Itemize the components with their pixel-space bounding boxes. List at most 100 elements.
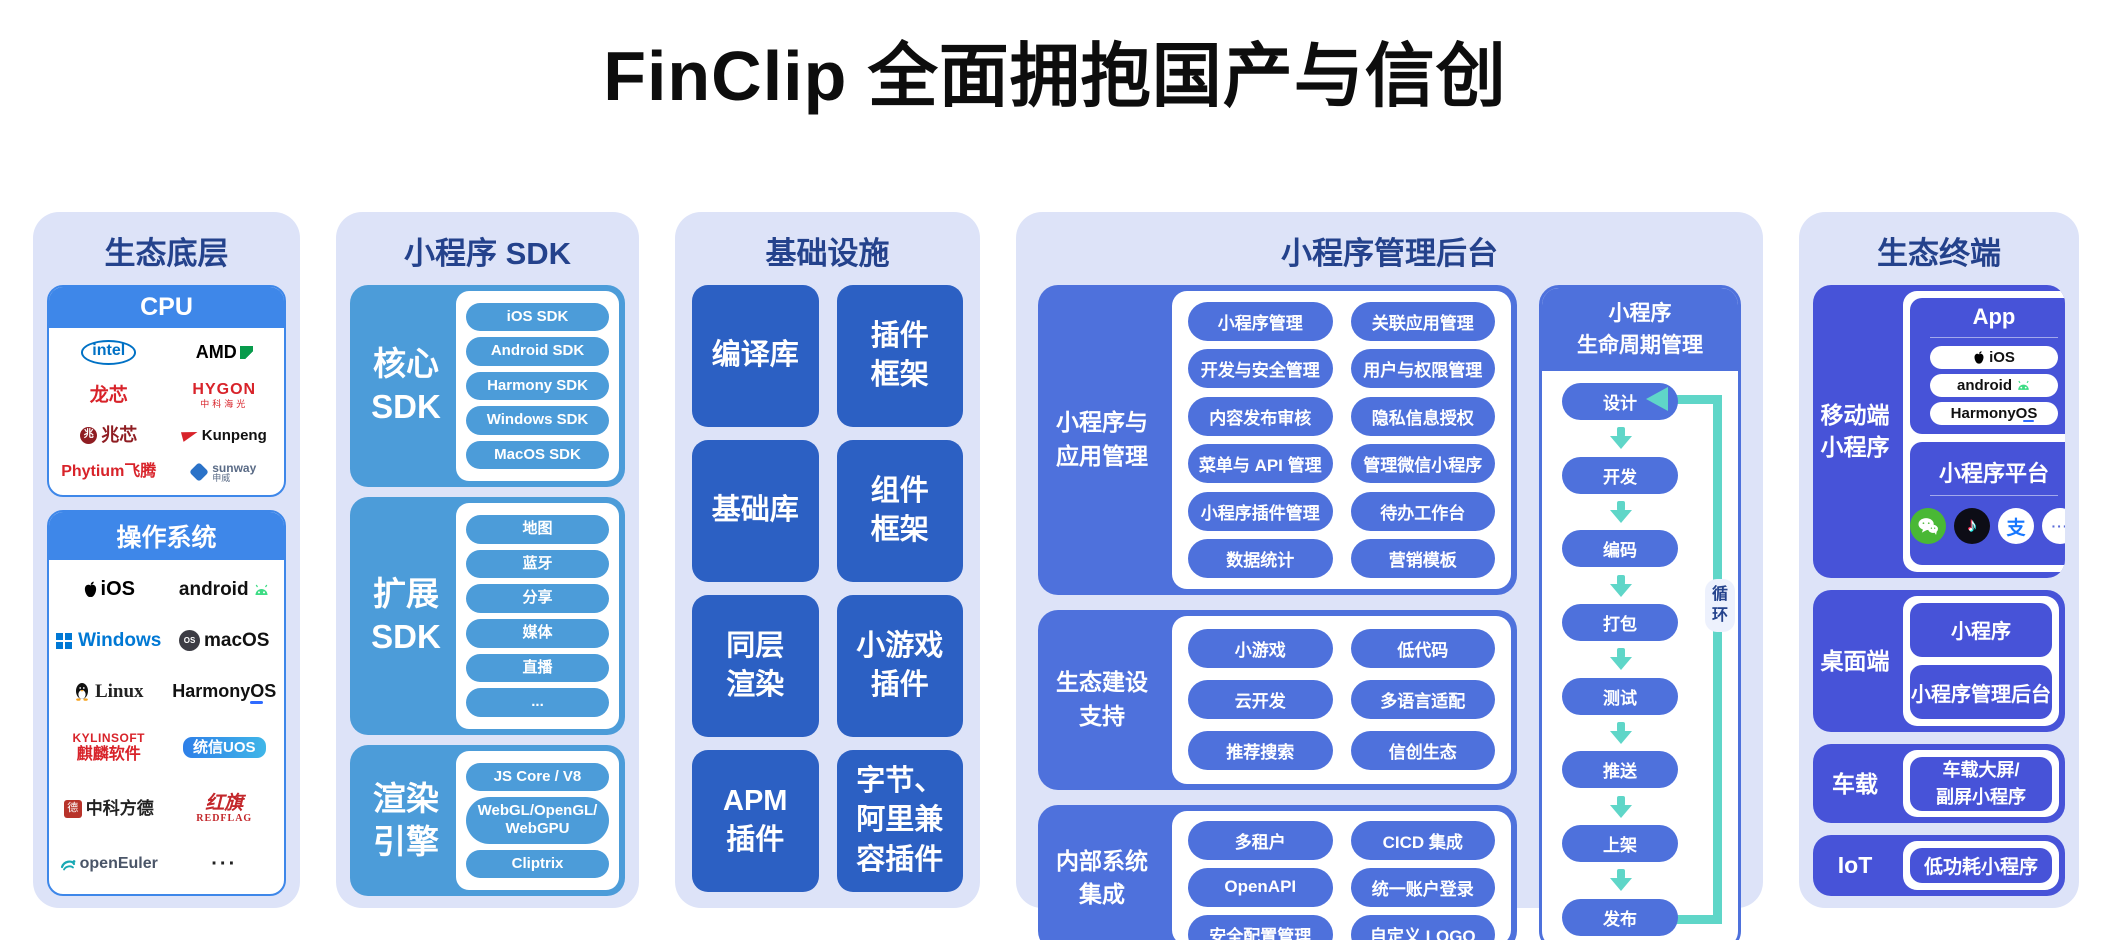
redflag-logo-subtext: REDFLAG bbox=[196, 812, 253, 824]
os-card-header: 操作系统 bbox=[49, 512, 284, 560]
admin-pill-multilang: 多语言适配 bbox=[1350, 680, 1495, 720]
admin-title: 小程序管理后台 bbox=[1281, 236, 1498, 271]
admin-pill-minigame: 小游戏 bbox=[1188, 629, 1333, 669]
amd-logo-text: AMD bbox=[195, 342, 237, 363]
sunway-logo: sunway 申威 bbox=[189, 462, 256, 483]
down-arrow-icon bbox=[1610, 427, 1632, 450]
platform-card-title: 小程序平台 bbox=[1938, 461, 2049, 487]
sdk-title: 小程序 SDK bbox=[403, 236, 572, 271]
admin-pill-custom-logo: 自定义 LOGO bbox=[1350, 914, 1495, 940]
apple-icon bbox=[84, 581, 96, 597]
amd-logo: AMD bbox=[196, 343, 253, 362]
terminal-row-vehicle: 车载 车载大屏/ 副屏小程序 bbox=[1813, 744, 2065, 823]
lifecycle-step-launch: 上架 bbox=[1562, 825, 1678, 863]
kylinsoft-logo: KYLINSOFT 麒麟软件 bbox=[72, 730, 146, 764]
openeuler-swirl-icon bbox=[60, 860, 76, 871]
admin-group-internal-integration: 内部系统 集成 多租户 CICD 集成 OpenAPI 统一账户登录 安全配置管… bbox=[1038, 804, 1517, 940]
android-robot-icon bbox=[2018, 380, 2029, 390]
sdk-pill-android: Android SDK bbox=[466, 337, 609, 366]
lifecycle-step-package: 打包 bbox=[1562, 604, 1678, 642]
redflag-logo: 红旗 REDFLAG bbox=[196, 794, 252, 824]
down-arrow-icon bbox=[1610, 795, 1632, 818]
admin-pill-wechat-miniapp-mgmt: 管理微信小程序 bbox=[1350, 444, 1495, 483]
linux-logo: Linux bbox=[74, 680, 144, 702]
kunpeng-logo-text: Kunpeng bbox=[201, 426, 267, 444]
down-arrow-icon bbox=[1610, 722, 1632, 745]
down-arrow-icon bbox=[1610, 869, 1632, 892]
lifecycle-loop-arrowhead-icon bbox=[1646, 387, 1668, 411]
infra-cell-same-layer-render: 同层 渲染 bbox=[692, 595, 819, 737]
infra-cell-minigame-plugin: 小游戏 插件 bbox=[836, 595, 963, 737]
kylinsoft-logo-text: KYLINSOFT bbox=[72, 730, 145, 745]
sunway-logo-subtext: 申威 bbox=[212, 472, 231, 483]
lifecycle-loop-line-bottom bbox=[1666, 915, 1722, 924]
loongson-logo-text: 龙芯 bbox=[89, 384, 128, 406]
uos-logo: 统信UOS bbox=[182, 736, 266, 759]
apple-icon bbox=[1974, 350, 1984, 364]
lifecycle-step-develop: 开发 bbox=[1562, 456, 1678, 494]
sdk-pill-ios: iOS SDK bbox=[466, 302, 609, 332]
wechat-icon bbox=[1910, 508, 1946, 545]
linux-logo-text: Linux bbox=[94, 680, 144, 702]
hygon-logo-subtext: 中科海光 bbox=[200, 398, 249, 409]
sdk-pill-live: 直播 bbox=[466, 653, 609, 683]
cpu-logo-grid: intel AMD 龙芯 HYGON 中科海光 兆芯 bbox=[49, 328, 284, 495]
infra-cell-plugin-framework: 插件 框架 bbox=[836, 285, 963, 427]
openeuler-logo-text: openEuler bbox=[79, 854, 158, 872]
admin-pill-marketing-template: 营销模板 bbox=[1350, 539, 1495, 578]
app-card: App iOS android bbox=[1910, 298, 2065, 434]
windows-icon bbox=[56, 632, 73, 649]
sdk-pill-share: 分享 bbox=[466, 584, 609, 614]
terminal-row-mobile-label: 移动端 小程序 bbox=[1820, 402, 1890, 461]
more-platforms-icon: ··· bbox=[2042, 508, 2065, 545]
lifecycle-step-push: 推送 bbox=[1562, 751, 1678, 789]
fangde-logo: 中科方德 bbox=[63, 799, 154, 818]
os-card: 操作系统 iOS android Windows bbox=[47, 510, 286, 896]
douyin-icon bbox=[1954, 508, 1990, 545]
admin-pill-multitenant: 多租户 bbox=[1188, 820, 1333, 860]
app-pill-ios-text: iOS bbox=[1989, 349, 2015, 366]
admin-pill-todo-workbench: 待办工作台 bbox=[1350, 491, 1495, 531]
admin-pill-dev-security-mgmt: 开发与安全管理 bbox=[1188, 349, 1333, 388]
terminal-row-mobile: 移动端 小程序 App iOS android bbox=[1813, 285, 2065, 578]
sdk-pill-media: 媒体 bbox=[466, 618, 609, 648]
lifecycle-loop-line bbox=[1713, 395, 1722, 924]
infra-cell-compat-plugin: 字节、 阿里兼 容插件 bbox=[836, 750, 963, 892]
loongson-logo: 龙芯 bbox=[89, 384, 128, 406]
uos-logo-text: 统信UOS bbox=[182, 736, 266, 759]
sdk-group-extension: 扩展 SDK 地图 蓝牙 分享 媒体 直播 ... bbox=[350, 497, 625, 736]
lifecycle-loop-badge: 循 环 bbox=[1704, 578, 1735, 632]
panel-sdk: 小程序 SDK 核心 SDK iOS SDK Android SDK Harmo… bbox=[336, 212, 639, 908]
sdk-pill-map: 地图 bbox=[466, 514, 609, 544]
admin-pill-xinchuang-eco: 信创生态 bbox=[1350, 730, 1495, 770]
infra-title: 基础设施 bbox=[765, 236, 890, 271]
platform-card: 小程序平台 支 ··· bbox=[1910, 442, 2065, 565]
admin-pill-data-stats: 数据统计 bbox=[1188, 539, 1333, 578]
harmonyos-logo: HarmonyOS bbox=[172, 681, 277, 704]
admin-pill-cicd: CICD 集成 bbox=[1350, 820, 1495, 860]
zhaoxin-logo: 兆芯 bbox=[80, 426, 137, 445]
sdk-pill-webgl: WebGL/OpenGL/ WebGPU bbox=[466, 796, 609, 845]
zhaoxin-badge-icon bbox=[80, 426, 98, 444]
lifecycle-step-release: 发布 bbox=[1562, 898, 1678, 936]
diagram-board: 生态底层 CPU intel AMD 龙芯 HYGON bbox=[33, 212, 2079, 940]
tux-penguin-icon bbox=[75, 682, 88, 701]
terminal-row-desktop-label: 桌面端 bbox=[1820, 648, 1890, 674]
kunpeng-swoosh-icon bbox=[180, 428, 199, 443]
macos-badge-icon bbox=[179, 630, 200, 652]
phytium-logo: Phytium飞腾 bbox=[61, 463, 156, 481]
admin-pill-recommend-search: 推荐搜索 bbox=[1188, 730, 1333, 770]
eco-base-title: 生态底层 bbox=[104, 236, 229, 271]
intel-logo: intel bbox=[81, 340, 137, 366]
sdk-pill-bluetooth: 蓝牙 bbox=[466, 549, 609, 579]
panel-terminals: 生态终端 移动端 小程序 App iOS bbox=[1799, 212, 2079, 908]
harmonyos-logo-text: HarmonyOS bbox=[172, 681, 277, 704]
zhaoxin-logo-text: 兆芯 bbox=[101, 424, 138, 445]
android-logo: android bbox=[179, 579, 270, 600]
cpu-card-header: CPU bbox=[49, 287, 284, 328]
admin-pill-security-config: 安全配置管理 bbox=[1188, 914, 1333, 940]
kunpeng-logo: Kunpeng bbox=[180, 426, 267, 444]
lifecycle-loop-line-top bbox=[1666, 395, 1722, 404]
admin-pill-sso: 统一账户登录 bbox=[1350, 867, 1495, 907]
hygon-logo-text: HYGON bbox=[192, 380, 257, 398]
